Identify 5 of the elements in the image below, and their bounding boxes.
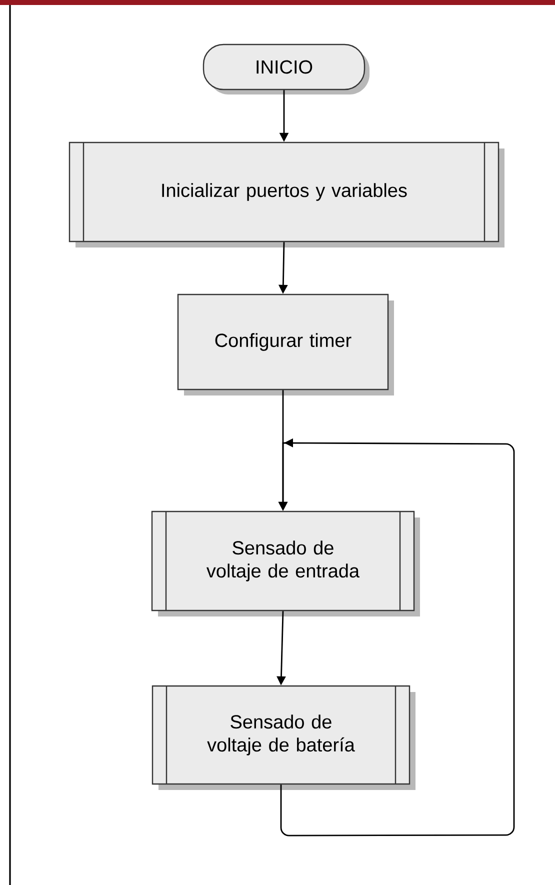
subprocess-box: Sensado de voltaje de entrada (151, 510, 420, 616)
subprocess-box: Inicializar puertos y variables (68, 142, 504, 248)
start-terminal: INICIO (202, 44, 370, 94)
subprocess-box: Sensado de voltaje de batería (152, 685, 416, 790)
process-box: Configurar timer (177, 294, 394, 396)
